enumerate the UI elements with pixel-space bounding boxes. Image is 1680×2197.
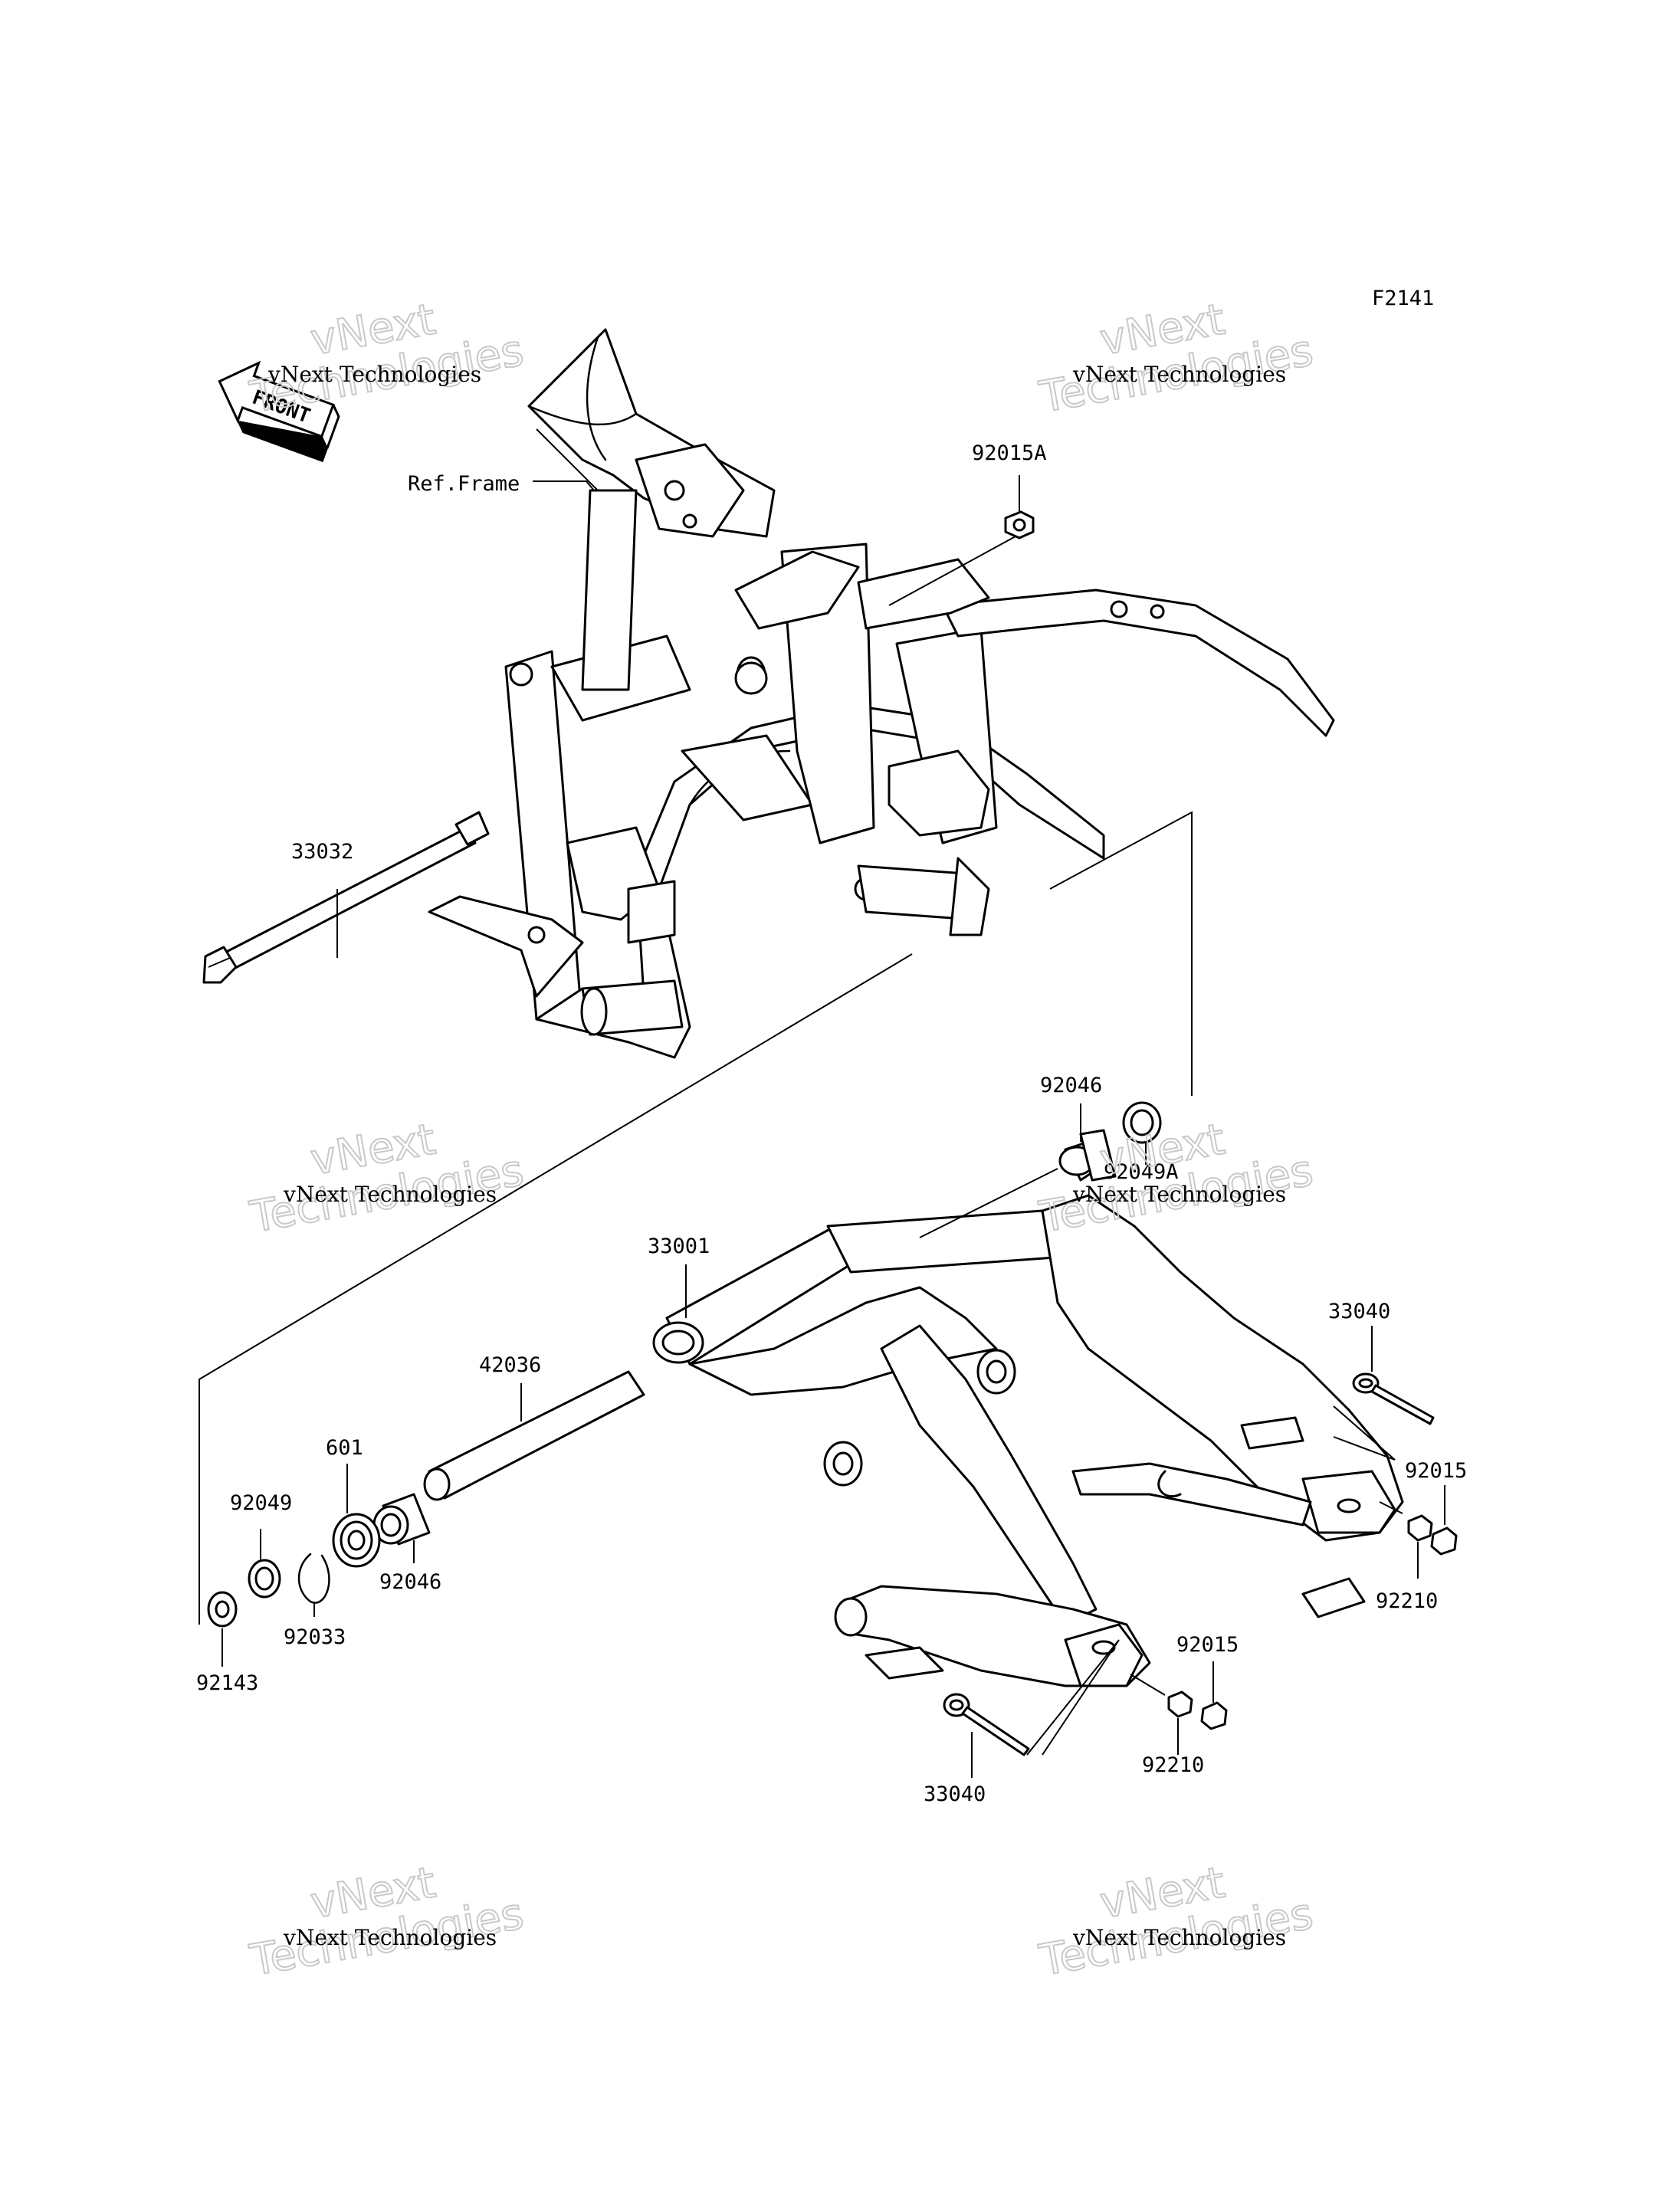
seal-92049A [1122,1101,1162,1144]
label-92015-bottom: 92015 [1176,1633,1239,1657]
swingarm-33001 [652,1194,1404,1687]
guide-92046-top [919,1168,1058,1238]
frame-illustration [428,328,1335,1059]
label-92210-right: 92210 [1376,1589,1438,1613]
guide-33040-bottom [1026,1639,1120,1756]
nut-92015-right [1430,1526,1458,1556]
bushing-92046-bottom [372,1493,431,1546]
nut-92015A [1004,510,1035,539]
leader-ref-frame-h [533,480,595,491]
guide-line-frame-right [1049,811,1193,1096]
guide-nut-bottom [1130,1674,1166,1696]
figure-code: F2141 [1372,287,1434,310]
label-92046-top: 92046 [1040,1074,1102,1097]
watermark: vNext Technologies vNext Technologies [245,1113,528,1243]
label-42036: 42036 [479,1353,541,1377]
leader-ref-frame [536,428,599,491]
svg-text:vNext Technologies: vNext Technologies [267,362,481,387]
nut-92210-right [1407,1514,1433,1542]
label-92049: 92049 [230,1491,292,1515]
svg-text:vNext Technologies: vNext Technologies [283,1925,497,1950]
label-92046-bottom: 92046 [379,1570,441,1594]
bearing-601 [332,1513,381,1568]
label-92015A: 92015A [972,441,1047,465]
svg-text:vNext Technologies: vNext Technologies [1072,1925,1286,1950]
label-92143: 92143 [196,1671,258,1695]
guide-line-frame-left [199,953,913,1625]
front-arrow-icon: FRONT [218,360,340,463]
nut-92210-bottom [1167,1690,1193,1718]
guide-92015A [888,536,1016,606]
bushing-92046-top [1058,1129,1117,1182]
label-33040-right: 33040 [1328,1300,1390,1323]
label-92015-right: 92015 [1405,1459,1467,1483]
label-33001: 33001 [648,1235,710,1258]
watermark: vNext Technologies vNext Technologies [1035,293,1317,423]
label-601: 601 [326,1436,363,1460]
adjuster-33040-bottom [943,1693,1030,1756]
pivot-shaft-33032 [202,811,490,984]
guide-nut-right [1379,1501,1403,1514]
collar-42036 [423,1370,645,1501]
label-33032: 33032 [291,840,353,864]
label-33040-bottom: 33040 [924,1782,986,1806]
circlip-92033 [297,1553,330,1604]
adjuster-33040-right [1352,1372,1435,1425]
seal-92049 [248,1559,281,1599]
watermark: vNext Technologies vNext Technologies [245,1857,528,1986]
cap-92143 [207,1591,238,1628]
label-92049A: 92049A [1104,1160,1179,1184]
nut-92015-bottom [1200,1701,1228,1730]
label-92033: 92033 [284,1625,346,1649]
svg-text:vNext Technologies: vNext Technologies [283,1182,497,1207]
label-92210-bottom: 92210 [1142,1753,1204,1777]
watermark: vNext Technologies vNext Technologies [245,293,528,423]
label-ref-frame: Ref.Frame [408,472,520,496]
svg-text:vNext Technologies: vNext Technologies [1072,362,1286,387]
watermark: vNext Technologies vNext Technologies [1035,1857,1317,1986]
guide-33040-right [1333,1405,1396,1461]
svg-text:vNext Technologies: vNext Technologies [1072,1182,1286,1207]
